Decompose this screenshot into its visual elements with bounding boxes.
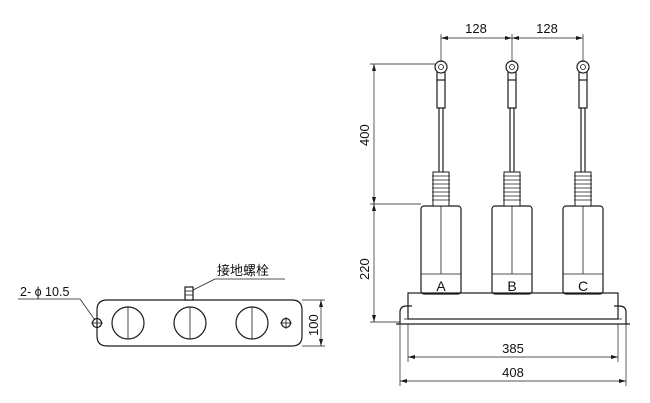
phase-b-insulator: B [491,60,533,295]
dim-inner-width: 385 [502,341,524,356]
holes-label: 2- ϕ 10.5 [20,285,69,299]
phase-c-insulator: C [562,60,604,295]
phase-a-insulator: A [420,60,462,295]
circle-icon [111,306,145,340]
dim-pitch-right: 128 [536,21,558,36]
mounting-hole-icon [280,317,292,329]
ground-bolt-label: 接地螺栓 [217,263,269,278]
dim-base-height: 100 [306,314,321,336]
dim-height-bottom: 220 [357,258,372,280]
circle-icon [235,306,269,340]
dim-pitch-left: 128 [465,21,487,36]
base-plate [407,292,619,320]
phase-label-a: A [436,278,446,294]
circle-icon [173,306,207,340]
front-view: A B [357,21,630,386]
dim-height-top: 400 [357,124,372,146]
base-top-view: 2- ϕ 10.5 接地螺栓 100 [18,263,325,347]
ground-bolt-icon [184,286,194,301]
phase-label-c: C [578,278,588,294]
mounting-hole-icon [91,317,103,329]
dim-outer-width: 408 [502,365,524,380]
phase-label-b: B [507,278,516,294]
